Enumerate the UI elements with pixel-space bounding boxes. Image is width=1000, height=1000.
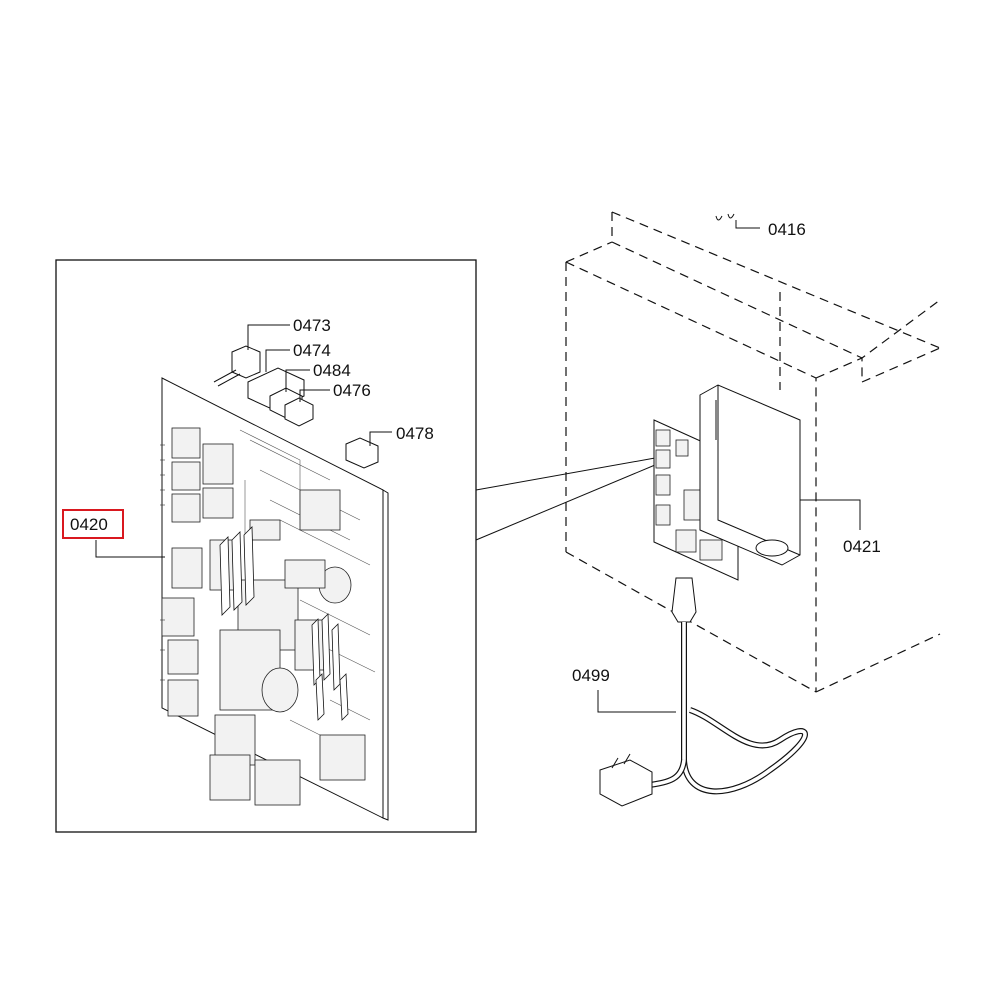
sensor-0416-icon[interactable] — [715, 213, 760, 229]
appliance-housing-icon — [565, 211, 941, 693]
callout-0421[interactable]: 0421 — [843, 537, 881, 556]
callout-0473[interactable]: 0473 — [293, 316, 331, 335]
leader-0473 — [247, 324, 290, 350]
leader-0420 — [95, 540, 165, 558]
connector-0478-icon[interactable] — [345, 437, 379, 469]
leader-0421 — [800, 499, 861, 530]
mains-plug-icon[interactable] — [599, 753, 653, 807]
connector-0476-icon[interactable] — [284, 397, 314, 427]
callout-0420[interactable]: 0420 — [70, 515, 108, 534]
callout-0499[interactable]: 0499 — [572, 666, 610, 685]
connector-0473-icon[interactable] — [213, 345, 261, 387]
callout-0478[interactable]: 0478 — [396, 424, 434, 443]
detail-view-frame — [55, 259, 477, 833]
power-cord-icon[interactable] — [649, 577, 808, 795]
highlight-box-0420 — [62, 509, 124, 539]
leader-0474 — [265, 349, 290, 372]
callout-0476[interactable]: 0476 — [333, 381, 371, 400]
leader-0499 — [597, 690, 676, 713]
callout-0484[interactable]: 0484 — [313, 361, 351, 380]
leader-0478 — [369, 431, 392, 446]
callout-0474[interactable]: 0474 — [293, 341, 331, 360]
mounting-bracket-icon[interactable] — [699, 384, 801, 566]
callout-0416[interactable]: 0416 — [768, 220, 806, 239]
circuit-board-icon[interactable] — [160, 377, 389, 821]
leader-0484 — [285, 369, 310, 392]
leader-0476 — [299, 389, 330, 402]
